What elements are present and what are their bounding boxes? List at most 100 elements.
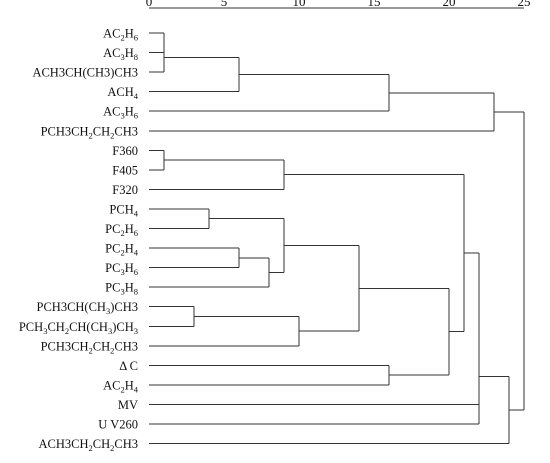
- leaf-label-pch3ch2ch2ch3-a: PCH3CH2CH2CH3: [41, 124, 138, 140]
- label-subscript: 8: [134, 52, 138, 62]
- leaf-label-f360: F360: [112, 144, 138, 158]
- label-subscript: 4: [134, 384, 139, 394]
- label-subscript: 3: [134, 326, 138, 336]
- label-subscript: 2: [89, 443, 93, 453]
- label-text: MV: [118, 398, 138, 412]
- label-text: CH: [47, 320, 64, 334]
- label-subscript: 2: [120, 384, 124, 394]
- x-tick-label: 5: [221, 0, 228, 9]
- label-subscript: 2: [110, 345, 114, 355]
- label-subscript: 2: [120, 33, 124, 43]
- leaf-label-ac3h6: AC3H6: [103, 105, 138, 121]
- label-subscript: 8: [134, 287, 138, 297]
- label-subscript: 4: [134, 208, 139, 218]
- label-text: H: [125, 105, 134, 119]
- label-text: PCH3CH: [41, 339, 89, 353]
- label-text: ACH: [107, 85, 133, 99]
- label-subscript: 2: [120, 248, 124, 258]
- label-text: H: [125, 242, 134, 256]
- leaf-label-f405: F405: [112, 163, 138, 177]
- leaf-label-ac3h8: AC3H8: [103, 46, 138, 62]
- label-text: PCH3CH(CH: [37, 300, 106, 314]
- dendrogram-links: [149, 32, 525, 445]
- label-text: Δ C: [119, 359, 138, 373]
- x-tick-label: 20: [443, 0, 456, 9]
- leaf-label-pc2h6: PC2H6: [105, 222, 138, 238]
- label-text: AC: [103, 27, 120, 41]
- label-subscript: 4: [134, 91, 139, 101]
- label-text: AC: [103, 105, 120, 119]
- x-tick-label: 25: [518, 0, 531, 9]
- leaf-label-ach4: ACH4: [107, 85, 138, 101]
- label-subscript: 2: [89, 130, 93, 140]
- label-subscript: 4: [134, 248, 139, 258]
- label-text: CH: [93, 339, 110, 353]
- label-text: PC: [105, 281, 120, 295]
- leaf-label-pc3h6: PC3H6: [105, 261, 138, 277]
- label-subscript: 3: [43, 326, 47, 336]
- leaf-label-pch3ch2ch-ch3-ch3: PCH3CH2CH(CH3)CH3: [19, 320, 138, 336]
- label-text: PCH: [109, 202, 133, 216]
- leaf-label-f320: F320: [112, 183, 138, 197]
- label-subscript: 3: [120, 287, 124, 297]
- label-subscript: 2: [120, 228, 124, 238]
- label-text: U V260: [98, 418, 138, 432]
- leaf-labels: AC2H6AC3H8ACH3CH(CH3)CH3ACH4AC3H6PCH3CH2…: [19, 27, 139, 454]
- label-text: CH3: [114, 437, 138, 451]
- leaf-label-pch3ch2ch2ch3-b: PCH3CH2CH2CH3: [41, 339, 138, 355]
- label-subscript: 6: [134, 111, 138, 121]
- label-subscript: 2: [89, 345, 93, 355]
- leaf-label-delta-c: Δ C: [119, 359, 138, 373]
- label-text: PC: [105, 242, 120, 256]
- label-text: )CH3: [110, 300, 138, 314]
- x-tick-label: 0: [146, 0, 153, 9]
- x-tick-label: 15: [368, 0, 381, 9]
- label-text: ACH3CH(CH3)CH3: [32, 66, 138, 80]
- label-text: AC: [103, 46, 120, 60]
- x-axis: 0 5 10 15 20 25: [146, 0, 531, 9]
- leaf-label-uv260: U V260: [98, 418, 138, 432]
- label-text: PC: [105, 261, 120, 275]
- label-text: CH: [93, 124, 110, 138]
- label-text: F405: [112, 163, 138, 177]
- label-text: PCH: [19, 320, 43, 334]
- label-subscript: 2: [110, 443, 114, 453]
- leaf-label-mv: MV: [118, 398, 138, 412]
- label-text: ACH3CH: [38, 437, 88, 451]
- label-text: PCH3CH: [41, 124, 89, 138]
- leaf-label-pch4: PCH4: [109, 202, 138, 218]
- label-subscript: 6: [134, 228, 138, 238]
- leaf-label-pc3h8: PC3H8: [105, 281, 138, 297]
- label-text: PC: [105, 222, 120, 236]
- label-subscript: 3: [106, 306, 110, 316]
- x-tick-label: 10: [293, 0, 306, 9]
- label-text: F320: [112, 183, 138, 197]
- label-text: CH3: [114, 339, 138, 353]
- label-text: F360: [112, 144, 138, 158]
- leaf-label-ach3ch2ch2ch3: ACH3CH2CH2CH3: [38, 437, 138, 453]
- label-text: )CH: [112, 320, 134, 334]
- label-text: H: [125, 378, 134, 392]
- label-subscript: 6: [134, 33, 138, 43]
- label-text: H: [125, 46, 134, 60]
- leaf-label-ach3ch-ch3-ch3: ACH3CH(CH3)CH3: [32, 66, 138, 80]
- leaf-label-pch3ch-ch3-ch3: PCH3CH(CH3)CH3: [37, 300, 139, 316]
- leaf-label-ac2h4: AC2H4: [103, 378, 139, 394]
- label-text: H: [125, 222, 134, 236]
- label-text: CH3: [114, 124, 138, 138]
- leaf-label-ac2h6: AC2H6: [103, 27, 138, 43]
- label-text: AC: [103, 378, 120, 392]
- label-text: H: [125, 261, 134, 275]
- label-subscript: 3: [108, 326, 112, 336]
- leaf-label-pc2h4: PC2H4: [105, 242, 139, 258]
- label-text: H: [125, 281, 134, 295]
- label-subscript: 3: [120, 52, 124, 62]
- label-subscript: 6: [134, 267, 138, 277]
- label-subscript: 2: [65, 326, 69, 336]
- label-text: CH: [93, 437, 110, 451]
- label-subscript: 2: [110, 130, 114, 140]
- label-text: CH(CH: [69, 320, 108, 334]
- label-subscript: 3: [120, 267, 124, 277]
- label-subscript: 3: [120, 111, 124, 121]
